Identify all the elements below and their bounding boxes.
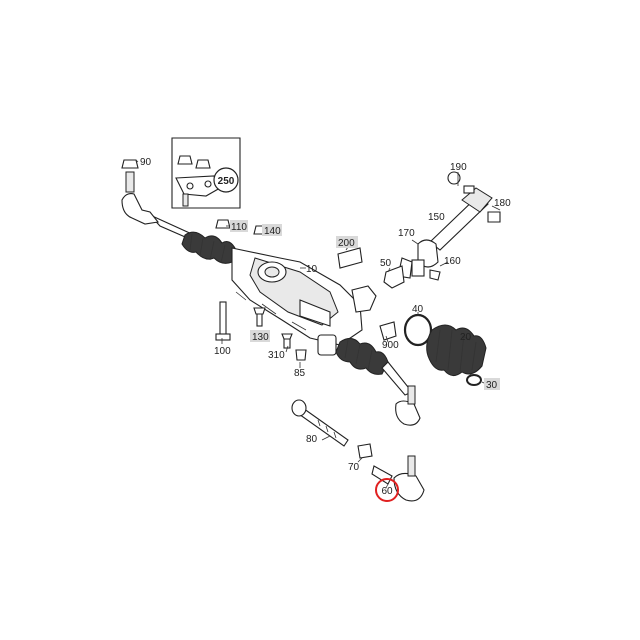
- callout-180: 180: [494, 198, 511, 209]
- callout-85: 85: [294, 368, 306, 379]
- callout-10: 10: [306, 264, 318, 275]
- left-tie-rod-end: [121, 159, 160, 225]
- mounting-bracket-group: [171, 137, 241, 209]
- nut-70: [357, 443, 373, 459]
- screw-310: [281, 333, 293, 349]
- clamp-30: [466, 374, 482, 386]
- label-plate: [337, 247, 363, 269]
- callout-60-highlighted: 60: [375, 478, 399, 502]
- nut-110: [215, 219, 231, 229]
- svg-text:130: 130: [252, 332, 269, 343]
- outer-tie-rod-end-60: [371, 455, 425, 502]
- bellows-boot-20: [426, 324, 487, 376]
- callout-90: 90: [140, 157, 152, 168]
- intermediate-steering-shaft: [397, 171, 501, 281]
- callout-110: 110: [230, 220, 248, 233]
- callout-200: 200: [336, 236, 358, 249]
- svg-text:250: 250: [218, 176, 235, 187]
- svg-text:140: 140: [264, 226, 281, 237]
- callout-140: 140: [262, 224, 282, 237]
- callout-30: 30: [484, 378, 500, 391]
- callout-170: 170: [398, 228, 415, 239]
- right-bellows-boot: [335, 338, 389, 375]
- steering-rack-assembly: [149, 214, 413, 396]
- bracket-50: [383, 265, 405, 289]
- callout-310: 310: [268, 350, 285, 361]
- callout-900: 900: [382, 340, 399, 351]
- callout-130: 130: [250, 330, 270, 343]
- callout-labels: 90 250 110 140 200 10 190 180 150 170 16…: [140, 157, 511, 502]
- inner-tie-rod-80: [291, 399, 349, 447]
- right-tie-rod-end-upper: [395, 385, 421, 426]
- callout-50: 50: [380, 258, 392, 269]
- svg-text:60: 60: [381, 486, 393, 497]
- svg-text:110: 110: [231, 222, 247, 233]
- left-bellows-boot: [181, 231, 237, 264]
- callout-160: 160: [444, 256, 461, 267]
- part-900: [379, 321, 397, 341]
- svg-text:200: 200: [338, 238, 355, 249]
- callout-40: 40: [412, 304, 424, 315]
- callout-150: 150: [428, 212, 445, 223]
- callout-100: 100: [214, 346, 231, 357]
- svg-text:30: 30: [486, 380, 498, 391]
- bolt-100: [215, 301, 231, 341]
- gear-housing: [231, 247, 377, 356]
- callout-70: 70: [348, 462, 360, 473]
- clip-85: [295, 349, 307, 361]
- callout-250: 250: [213, 167, 239, 193]
- bolt-130: [253, 307, 266, 327]
- callout-20: 20: [460, 332, 472, 343]
- callout-80: 80: [306, 434, 318, 445]
- callout-190: 190: [450, 162, 467, 173]
